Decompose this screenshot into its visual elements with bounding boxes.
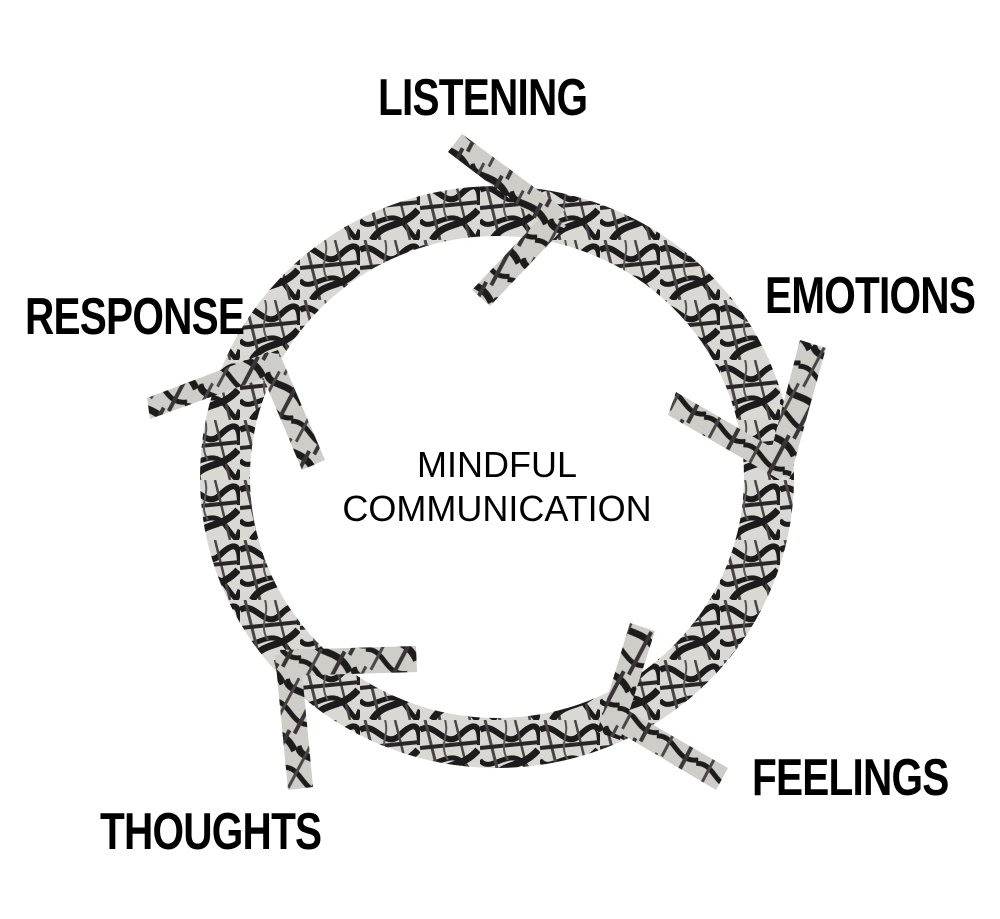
- center-title: MINDFUL COMMUNICATION: [297, 443, 697, 531]
- arrow-head-emotions: [668, 340, 826, 480]
- arrow-head-listening: [448, 134, 566, 306]
- stage-label-response: RESPONSE: [25, 288, 245, 346]
- cycle-ring: [200, 186, 794, 768]
- arrow-head-thoughts: [275, 646, 417, 790]
- stage-label-listening: LISTENING: [378, 69, 588, 127]
- stage-label-thoughts: THOUGHTS: [100, 803, 322, 861]
- arrow-head-response: [147, 350, 325, 470]
- stage-label-feelings: FEELINGS: [752, 749, 949, 807]
- arrow-head-feelings: [597, 623, 728, 790]
- stage-label-emotions: EMOTIONS: [765, 267, 976, 325]
- center-title-line2: COMMUNICATION: [342, 488, 652, 529]
- center-title-line1: MINDFUL: [417, 444, 577, 485]
